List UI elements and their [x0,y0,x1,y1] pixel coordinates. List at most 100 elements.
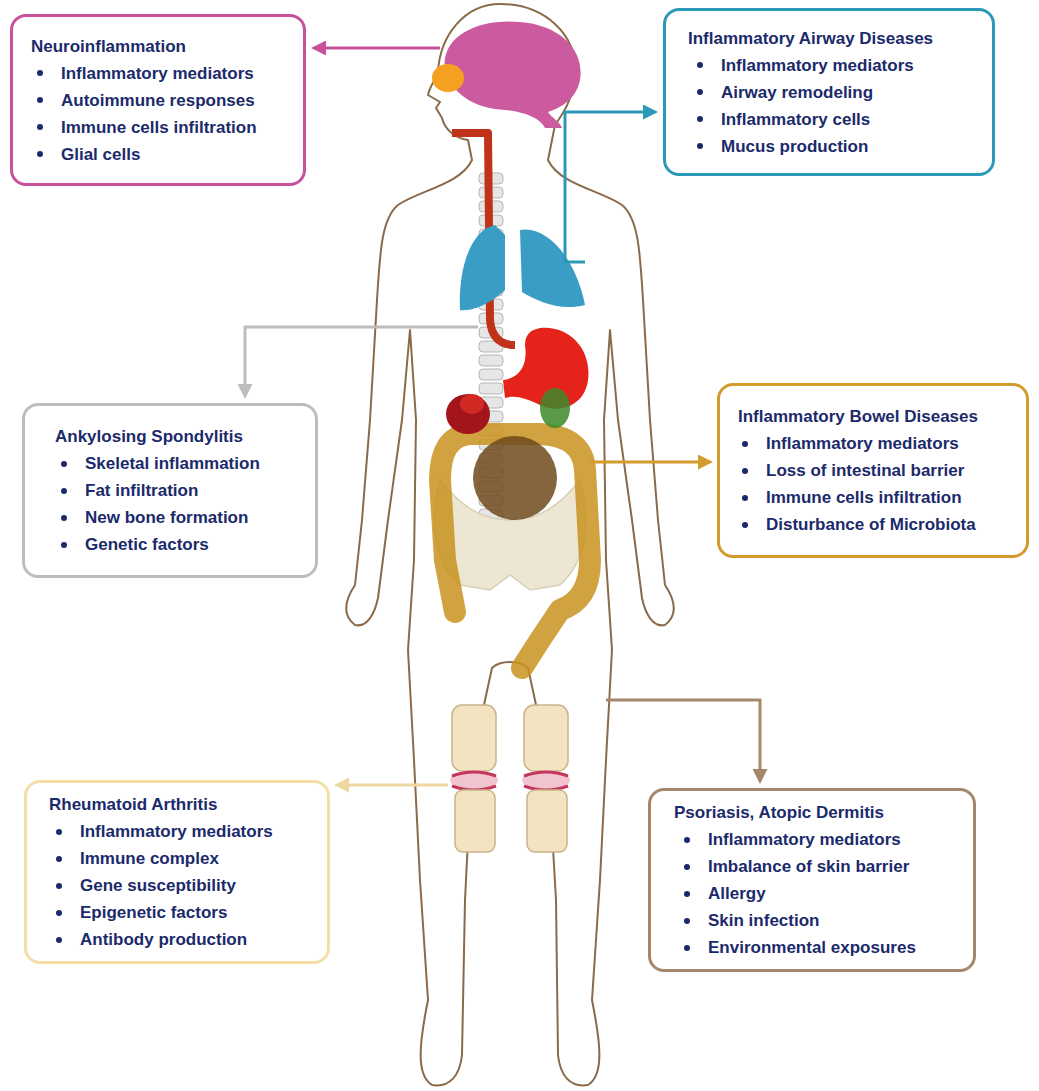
gallbladder [540,388,570,428]
bullet-item: Epigenetic factors [56,899,313,926]
cerebellum [432,64,464,92]
box-heading: Inflammatory Bowel Diseases [738,403,1012,430]
box-heading: Rheumatoid Arthritis [49,791,313,818]
bullet-item: Glial cells [37,141,289,168]
bullet-text: Inflammatory mediators [766,430,959,457]
leader-arrow [590,461,710,464]
bullet-dot [61,542,67,548]
lung [460,225,505,310]
leader-arrow [565,112,655,262]
bullet-text: Loss of intestinal barrier [766,457,964,484]
bullet-dot [37,124,43,130]
leader-arrow [606,700,760,781]
bullet-item: Gene susceptibility [56,872,313,899]
bullet-text: Immune cells infiltration [766,484,962,511]
bullet-item: Imbalance of skin barrier [684,853,959,880]
bullet-text: Environmental exposures [708,934,916,961]
bullet-dot [684,891,690,897]
bullet-dot [697,116,703,122]
leader-arrow [337,784,448,787]
bullet-item: Inflammatory mediators [742,430,1012,457]
bullet-item: Inflammatory mediators [56,818,313,845]
bullet-dot [742,441,748,447]
bullet-text: Imbalance of skin barrier [708,853,909,880]
bullet-item: Antibody production [56,926,313,953]
bullet-dot [697,143,703,149]
disease-box: Rheumatoid ArthritisInflammatory mediato… [24,780,330,964]
bullet-dot [37,70,43,76]
bullet-item: Environmental exposures [684,934,959,961]
bullet-dot [56,910,62,916]
box-heading: Psoriasis, Atopic Dermitis [674,799,959,826]
bullet-dot [37,151,43,157]
bullet-text: Glial cells [61,141,140,168]
esophagus [452,133,515,345]
leader-arrow [245,327,478,396]
leader-arrow [314,47,440,50]
bullet-dot [684,837,690,843]
box-heading: Ankylosing Spondylitis [55,423,301,450]
bullet-item: Mucus production [697,133,978,160]
bullet-item: Immune cells infiltration [37,114,289,141]
bullet-dot [742,522,748,528]
large-intestine [440,434,590,668]
bullet-item: Inflammatory mediators [697,52,978,79]
bullet-dot [61,488,67,494]
bullet-item: Airway remodeling [697,79,978,106]
bullet-item: Inflammatory mediators [684,826,959,853]
bullet-item: Genetic factors [61,531,301,558]
disease-box: Psoriasis, Atopic DermitisInflammatory m… [648,788,976,972]
bullet-dot [684,945,690,951]
disease-box: NeuroinflammationInflammatory mediatorsA… [10,14,306,186]
bullet-item: Skin infection [684,907,959,934]
bullet-text: Inflammatory mediators [80,818,273,845]
bullet-item: Autoimmune responses [37,87,289,114]
bullet-text: Epigenetic factors [80,899,227,926]
knee-joint [450,705,498,852]
bullet-text: Immune complex [80,845,219,872]
bullet-text: Disturbance of Microbiota [766,511,976,538]
bullet-dot [61,515,67,521]
disease-box: Inflammatory Bowel DiseasesInflammatory … [717,383,1029,558]
disease-box: Ankylosing SpondylitisSkeletal inflammat… [22,403,318,578]
bullet-item: Disturbance of Microbiota [742,511,1012,538]
bullet-dot [37,97,43,103]
bullet-text: Allergy [708,880,766,907]
bullet-item: Loss of intestinal barrier [742,457,1012,484]
bullet-item: Inflammatory mediators [37,60,289,87]
bullet-item: Immune cells infiltration [742,484,1012,511]
bullet-text: Immune cells infiltration [61,114,257,141]
liver [446,394,490,434]
bullet-dot [742,468,748,474]
box-heading: Inflammatory Airway Diseases [688,25,978,52]
bullet-text: Airway remodeling [721,79,873,106]
bullet-dot [56,937,62,943]
bullet-text: Inflammatory cells [721,106,870,133]
bullet-text: Autoimmune responses [61,87,255,114]
bullet-item: Immune complex [56,845,313,872]
box-heading: Neuroinflammation [31,33,289,60]
bullet-dot [61,461,67,467]
bullet-text: Genetic factors [85,531,209,558]
bullet-dot [697,62,703,68]
bullet-text: Antibody production [80,926,247,953]
body-outline [346,4,673,1085]
bullet-item: Inflammatory cells [697,106,978,133]
bullet-dot [684,864,690,870]
bullet-item: New bone formation [61,504,301,531]
bullet-dot [56,856,62,862]
lung [520,229,585,307]
bullet-text: Fat infiltration [85,477,198,504]
brain [445,21,581,128]
bullet-text: Inflammatory mediators [61,60,254,87]
disease-box: Inflammatory Airway DiseasesInflammatory… [663,8,995,176]
bullet-text: Skin infection [708,907,819,934]
bullet-dot [56,883,62,889]
bullet-text: New bone formation [85,504,248,531]
liver [460,394,484,414]
bullet-dot [684,918,690,924]
bullet-dot [56,829,62,835]
bullet-text: Inflammatory mediators [721,52,914,79]
bullet-text: Inflammatory mediators [708,826,901,853]
